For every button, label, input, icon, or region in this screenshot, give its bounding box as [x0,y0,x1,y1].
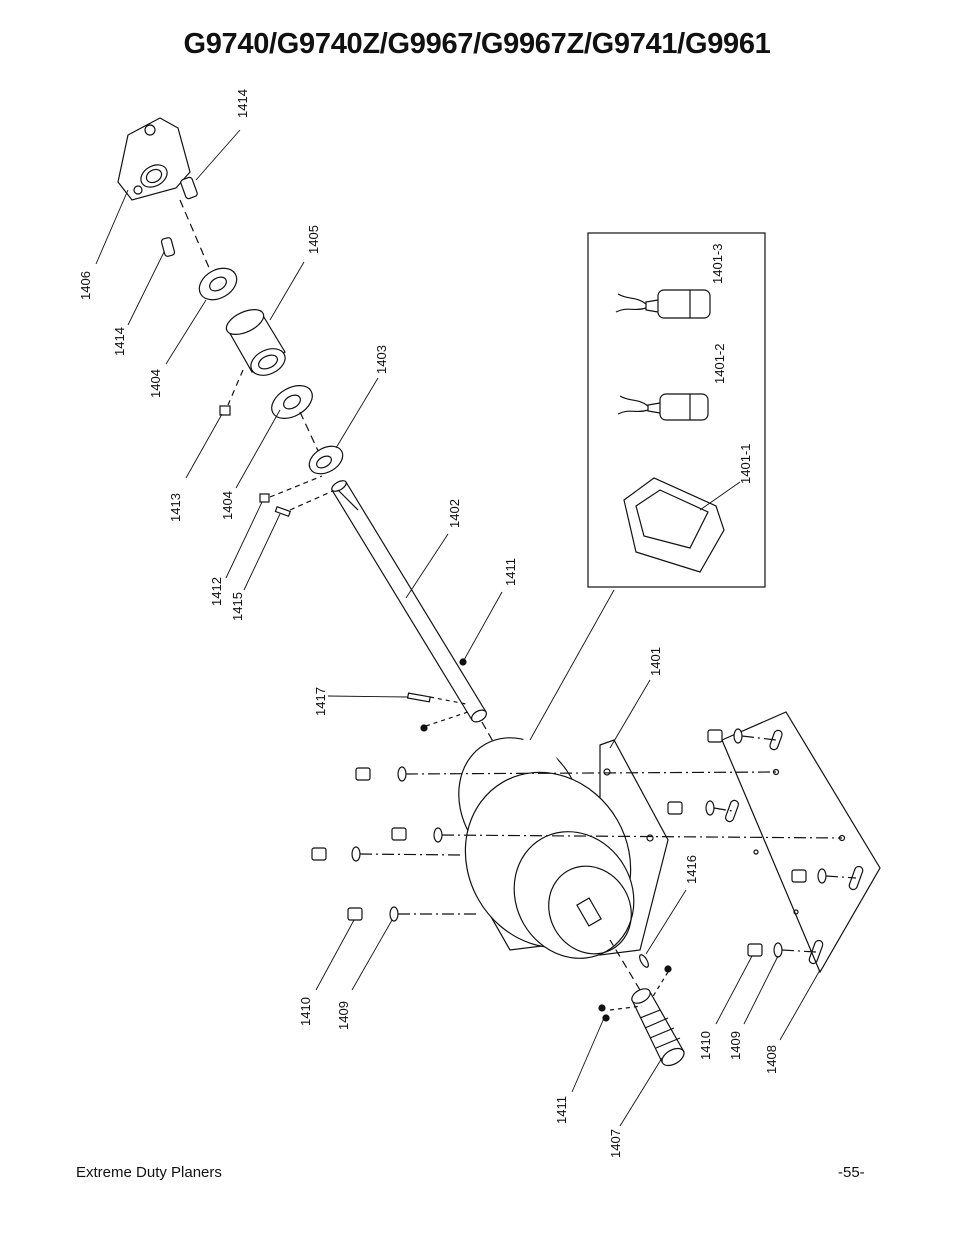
motor-1401 [458,730,669,959]
callout-1407: 1407 [608,1129,623,1158]
callout-1410-left: 1410 [298,997,313,1026]
callout-1408: 1408 [764,1045,779,1074]
screw-1414 [160,237,176,257]
callout-1404-upper: 1404 [148,369,163,398]
callout-1401-2: 1401-2 [712,344,727,384]
callout-1401: 1401 [648,647,663,676]
capacitor-1401-3 [615,289,711,319]
washers-1409 [351,728,827,958]
bearing-1404-lower [271,385,313,419]
page-title: G9740/G9740Z/G9967/G9967Z/G9741/G9961 [183,28,771,60]
motor-plate-1408 [721,711,881,974]
flange-bearing-1406 [117,117,198,201]
collar-1403 [308,445,344,475]
callout-1412: 1412 [209,577,224,606]
callout-1406: 1406 [78,271,93,300]
callout-1413: 1413 [168,493,183,522]
shaft-1402 [331,480,487,723]
callout-1403: 1403 [374,345,389,374]
callout-1417: 1417 [313,687,328,716]
footer-product-name: Extreme Duty Planers [76,1164,222,1181]
callout-1409-right: 1409 [728,1031,743,1060]
capacitor-1401-2 [617,393,709,421]
callout-1416: 1416 [684,855,699,884]
callout-1401-1: 1401-1 [738,444,753,484]
callout-1402: 1402 [447,499,462,528]
callout-1411-lower: 1411 [554,1096,569,1124]
callout-1404-lower: 1404 [220,491,235,520]
callout-1409-left: 1409 [336,1001,351,1030]
bearing-1404-upper [198,267,238,301]
callout-1415: 1415 [230,592,245,621]
capacitor-cover-1401-1 [623,477,725,573]
callout-1405: 1405 [306,225,321,254]
callout-1414: 1414 [112,327,127,356]
inset-capacitor-box [587,232,766,588]
callout-1401-3: 1401-3 [710,244,725,284]
callout-1410-right: 1410 [698,1031,713,1060]
bearing-housing-1405 [225,309,286,376]
callout-1414-top: 1414 [235,89,250,118]
callout-1411-upper: 1411 [503,558,518,586]
page-number: -55- [838,1164,865,1181]
pulley-1407 [631,988,685,1067]
hex-bolts-1410 [311,729,807,957]
